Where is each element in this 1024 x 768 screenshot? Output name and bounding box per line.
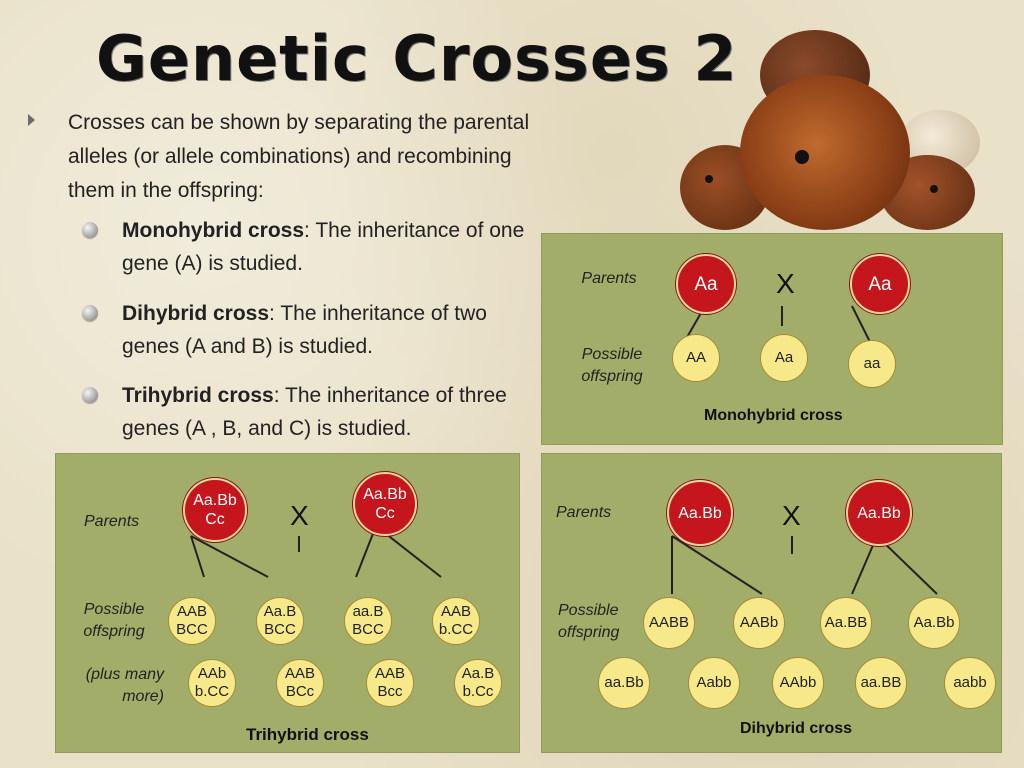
offspring-circle: Aabb	[688, 657, 740, 709]
circle-bullet-icon	[82, 222, 98, 238]
dihybrid-panel: Parents Aa.Bb X Aa.Bb Possible offspring…	[541, 453, 1002, 753]
offspring-circle: AABB	[643, 597, 695, 649]
cross-symbol: X	[776, 268, 795, 299]
offspring-circle: aa.BB	[855, 657, 907, 709]
trihybrid-panel: Parents Aa.Bb Cc X Aa.Bb Cc Possible off…	[55, 453, 520, 753]
page-title: Genetic Crosses 2	[96, 22, 738, 95]
offspring-circle: AAb b.CC	[188, 659, 236, 707]
monohybrid-panel: Parents Aa X Aa Possible offspring AA Aa…	[541, 233, 1003, 445]
parents-label: Parents	[84, 513, 140, 530]
cross-symbol: X	[290, 500, 309, 531]
cross-symbol: X	[782, 500, 801, 531]
parent-circle: Aa.Bb	[667, 480, 733, 546]
dihybrid-caption: Dihybrid cross	[740, 720, 853, 737]
offspring-circle: AAB b.CC	[432, 597, 480, 645]
bullet-monohybrid: Monohybrid cross: The inheritance of one…	[122, 219, 525, 275]
offspring-circle: aa.B BCC	[344, 597, 392, 645]
offspring-circle: aa.Bb	[598, 657, 650, 709]
parent-circle: Aa	[850, 254, 910, 314]
parents-label: Parents	[556, 504, 612, 521]
offspring-circle: Aa.B b.Cc	[454, 659, 502, 707]
offspring-circle: aabb	[944, 657, 996, 709]
plus-many-more-label: (plus many more)	[85, 666, 164, 705]
parent-circle: Aa.Bb	[846, 480, 912, 546]
possible-offspring-label: Possible offspring	[83, 601, 145, 640]
offspring-circle: Aa.BB	[820, 597, 872, 649]
offspring-circle: AAB Bcc	[366, 659, 414, 707]
offspring-circle: aa	[848, 340, 896, 388]
offspring-circle: Aa	[760, 334, 808, 382]
parent-circle: Aa.Bb Cc	[353, 472, 417, 536]
intro-text: Crosses can be shown by separating the p…	[68, 111, 530, 202]
dihybrid-lines	[671, 535, 938, 595]
offspring-circle: AABb	[733, 597, 785, 649]
circle-bullet-icon	[82, 305, 98, 321]
parent-circle: Aa.Bb Cc	[183, 478, 247, 542]
bullet-dihybrid: Dihybrid cross: The inheritance of two g…	[122, 302, 487, 358]
triangle-bullet-icon	[28, 114, 35, 126]
offspring-circle: AAB BCC	[168, 597, 216, 645]
circle-bullet-icon	[82, 387, 98, 403]
offspring-circle: AA	[672, 334, 720, 382]
offspring-circle: Aa.Bb	[908, 597, 960, 649]
offspring-circle: AAB BCc	[276, 659, 324, 707]
monohybrid-caption: Monohybrid cross	[704, 407, 843, 424]
possible-offspring-label: Possible offspring	[581, 346, 643, 385]
offspring-circle: Aa.B BCC	[256, 597, 304, 645]
parent-circle: Aa	[676, 254, 736, 314]
bullet-trihybrid: Trihybrid cross: The inheritance of thre…	[122, 384, 507, 440]
trihybrid-caption: Trihybrid cross	[246, 725, 369, 744]
parents-label: Parents	[581, 270, 637, 287]
possible-offspring-label: Possible offspring	[558, 602, 620, 641]
offspring-circle: AAbb	[772, 657, 824, 709]
